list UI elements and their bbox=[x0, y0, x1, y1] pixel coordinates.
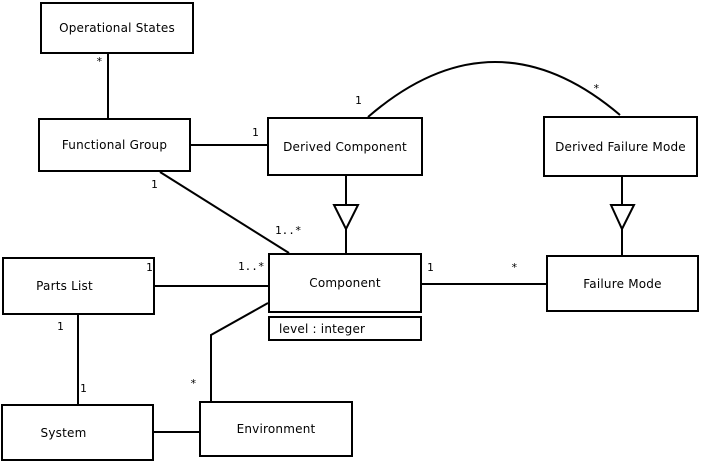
class-operational-states[interactable]: Operational States bbox=[40, 2, 194, 54]
class-environment[interactable]: Environment bbox=[199, 401, 353, 457]
class-name: Derived Failure Mode bbox=[555, 139, 686, 154]
multiplicity-fg-dc: 1 bbox=[252, 126, 259, 139]
class-name: Component bbox=[309, 276, 381, 290]
association-dc-dfm-arc bbox=[367, 61, 621, 118]
multiplicity-component-fm-one: 1 bbox=[427, 261, 434, 274]
class-name: Parts List bbox=[36, 279, 93, 293]
class-name: Failure Mode bbox=[583, 276, 662, 291]
class-name: Functional Group bbox=[61, 138, 168, 152]
class-name: System bbox=[40, 425, 87, 440]
class-name: Derived Component bbox=[283, 139, 407, 154]
multiplicity-fg-component-many: 1..* bbox=[275, 224, 302, 237]
multiplicity-environment-component: * bbox=[190, 377, 197, 390]
association-fg-component bbox=[159, 171, 290, 254]
multiplicity-opstates-fg: * bbox=[96, 55, 103, 68]
class-component-attribute-compartment[interactable]: level : integer bbox=[268, 316, 422, 341]
class-name: Environment bbox=[236, 422, 316, 436]
multiplicity-fg-component-one: 1 bbox=[151, 178, 158, 191]
class-parts-list[interactable]: Parts List bbox=[2, 257, 155, 315]
generalization-arrow-dc-component bbox=[332, 204, 360, 232]
class-system[interactable]: System bbox=[1, 404, 154, 461]
class-component[interactable]: Component level : integer bbox=[268, 253, 422, 341]
generalization-arrow-dfm-fm bbox=[609, 204, 636, 232]
multiplicity-pl-system-lower: 1 bbox=[80, 382, 87, 395]
multiplicity-dc-dfm-star: * bbox=[593, 82, 600, 95]
association-environment-component bbox=[210, 302, 269, 401]
class-name: Operational States bbox=[59, 21, 175, 35]
class-functional-group[interactable]: Functional Group bbox=[38, 118, 191, 172]
multiplicity-pl-component-many: 1..* bbox=[238, 260, 265, 273]
class-component-name-compartment[interactable]: Component bbox=[268, 253, 422, 313]
multiplicity-component-fm-star: * bbox=[511, 261, 518, 274]
class-derived-failure-mode[interactable]: Derived Failure Mode bbox=[543, 116, 698, 177]
class-failure-mode[interactable]: Failure Mode bbox=[546, 255, 699, 312]
class-attribute: level : integer bbox=[279, 321, 366, 336]
class-derived-component[interactable]: Derived Component bbox=[267, 117, 423, 176]
multiplicity-pl-system-upper: 1 bbox=[57, 320, 64, 333]
multiplicity-pl-component-one: 1 bbox=[146, 261, 153, 274]
multiplicity-dc-dfm-one: 1 bbox=[355, 94, 362, 107]
